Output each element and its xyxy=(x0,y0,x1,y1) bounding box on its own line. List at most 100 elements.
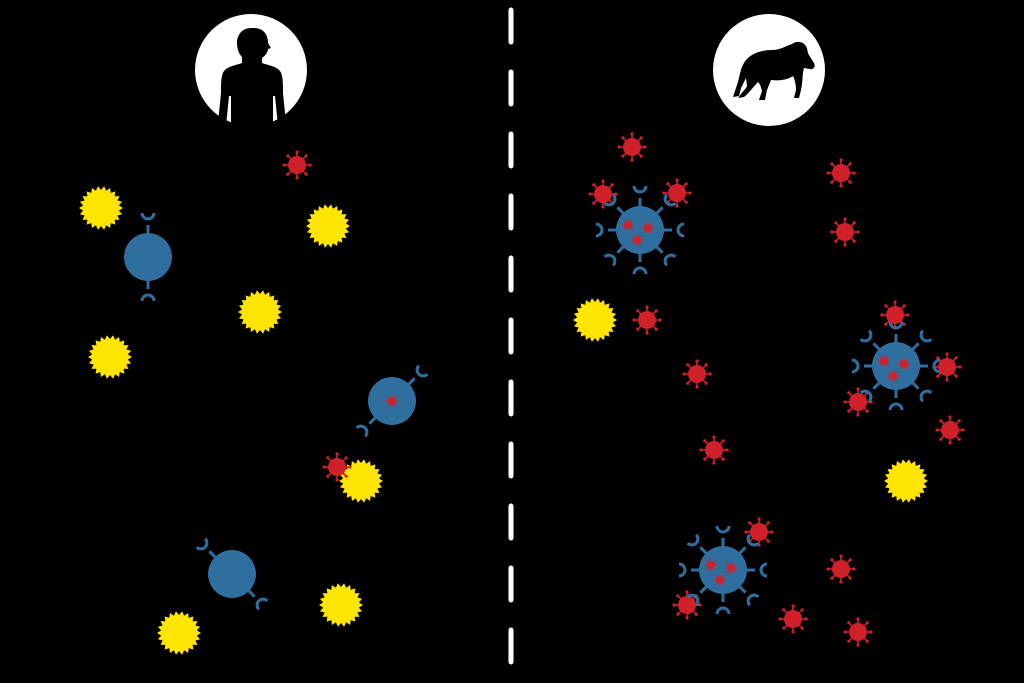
sun-shape xyxy=(88,335,132,379)
virus-spike-tip xyxy=(387,404,389,406)
virus-spike-tip xyxy=(936,374,940,378)
virus-spike-tip xyxy=(830,180,834,184)
virus-spike-tip xyxy=(945,378,949,382)
virus-spike-tip xyxy=(848,180,852,184)
virus-spike-tip xyxy=(888,371,890,373)
virus-spike-tip xyxy=(631,220,633,222)
virus-spike-tip xyxy=(958,365,962,369)
chimpanzee-silhouette xyxy=(733,41,815,100)
virus-spike-tip xyxy=(847,639,851,643)
virus-spike-tip xyxy=(899,359,901,361)
bound-virus xyxy=(704,558,718,572)
virus-spike-tip xyxy=(903,357,905,359)
cell-body xyxy=(872,342,920,390)
virus-spike-tip xyxy=(703,457,707,461)
antibody-arms xyxy=(746,593,760,607)
virus-spike-tip xyxy=(957,419,961,423)
virus-spike-tip xyxy=(685,590,689,594)
virus-spike-tip xyxy=(666,182,670,186)
virus-spike-tip xyxy=(710,558,712,560)
virus-spike-tip xyxy=(734,571,736,573)
virus-spike-tip xyxy=(614,192,618,196)
virus-spike-tip xyxy=(662,191,666,195)
virus-spike-tip xyxy=(883,366,885,368)
virus-spike-tip xyxy=(282,163,286,167)
virus-spike-tip xyxy=(730,573,732,575)
virus-body xyxy=(888,371,898,381)
virus-body xyxy=(941,421,959,439)
virus-spike-tip xyxy=(688,191,692,195)
virus-spike-tip xyxy=(906,313,910,317)
virus-spike-tip xyxy=(686,363,690,367)
virus-spike-tip xyxy=(684,200,688,204)
virus-spike-tip xyxy=(676,594,680,598)
antigen-sun xyxy=(157,611,201,655)
virus-spike-tip xyxy=(636,245,638,247)
virus-spike-tip xyxy=(721,457,725,461)
virus-spike-tip xyxy=(685,616,689,620)
virus-spike-tip xyxy=(725,579,727,581)
virus-spike-tip xyxy=(647,221,649,223)
virus-spike-tip xyxy=(856,413,860,417)
sun-shape xyxy=(79,186,123,230)
antibody-stem xyxy=(616,245,625,254)
antibody-arms xyxy=(415,364,429,378)
virus-spike-tip xyxy=(907,367,909,369)
virus-spike-tip xyxy=(869,630,873,634)
virus-body xyxy=(668,184,686,202)
virus-body xyxy=(678,596,696,614)
antibody-arms xyxy=(255,597,269,611)
virus-spike-tip xyxy=(782,608,786,612)
antibody-stem xyxy=(655,245,664,254)
virus-spike-tip xyxy=(945,352,949,356)
virus-spike-tip xyxy=(892,369,894,371)
antibody-stem xyxy=(911,381,920,390)
virus-spike-tip xyxy=(304,154,308,158)
antibody-stem xyxy=(738,585,747,594)
antibody-stem xyxy=(872,381,881,390)
virus-spike-tip xyxy=(721,439,725,443)
antibody-arms xyxy=(663,253,677,267)
virus-spike-tip xyxy=(654,309,658,313)
virus-spike-tip xyxy=(948,441,952,445)
virus-spike-tip xyxy=(954,356,958,360)
virus-body xyxy=(706,560,716,570)
virus-spike-tip xyxy=(304,172,308,176)
antigen-sun xyxy=(573,298,617,342)
virus-body xyxy=(832,164,850,182)
virus-spike-tip xyxy=(865,621,869,625)
virus-body xyxy=(643,223,653,233)
virus-body xyxy=(328,458,346,476)
virus-spike-tip xyxy=(847,391,851,395)
virus-spike-tip xyxy=(630,132,634,136)
virus-spike-tip xyxy=(630,158,634,162)
virus xyxy=(632,305,662,335)
virus-spike-tip xyxy=(736,567,738,569)
virus-spike-tip xyxy=(791,604,795,608)
antibody-stem xyxy=(655,206,664,215)
antibody-stem xyxy=(699,546,708,555)
virus-spike-tip xyxy=(631,228,633,230)
virus-spike-tip xyxy=(879,364,881,366)
virus-spike-tip xyxy=(387,396,389,398)
virus-spike-tip xyxy=(658,318,662,322)
virus-spike-tip xyxy=(710,570,712,572)
virus-spike-tip xyxy=(826,567,830,571)
bound-virus xyxy=(877,354,891,368)
virus-spike-tip xyxy=(909,363,911,365)
virus-spike-tip xyxy=(643,145,647,149)
antibody-arms xyxy=(355,424,369,438)
bound-virus xyxy=(897,357,911,371)
virus-spike-tip xyxy=(886,375,888,377)
immune-cell xyxy=(355,364,429,438)
virus-spike-tip xyxy=(592,201,596,205)
virus-spike-tip xyxy=(632,318,636,322)
virus-spike-tip xyxy=(884,304,888,308)
virus-spike-tip xyxy=(839,184,843,188)
virus-spike-tip xyxy=(957,437,961,441)
virus-body xyxy=(836,223,854,241)
antibody-arms xyxy=(715,525,731,534)
virus-spike-tip xyxy=(676,612,680,616)
virus-body xyxy=(899,359,909,369)
